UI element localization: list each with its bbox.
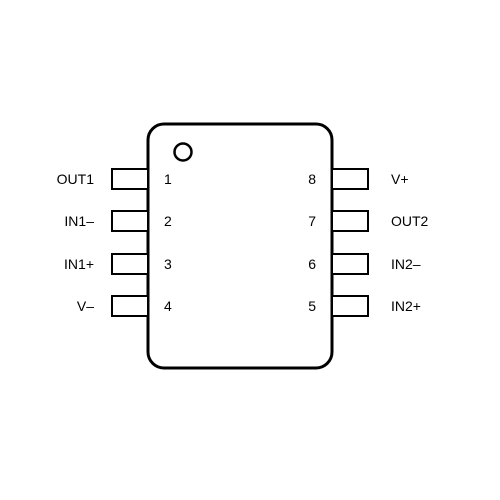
pin-number-2: 2 <box>164 213 172 229</box>
pin-label-2: IN1– <box>64 213 94 229</box>
pin-label-7: OUT2 <box>391 213 429 229</box>
pin-label-5: IN2+ <box>391 298 421 314</box>
left-pins: OUT1 IN1– IN1+ V– 1 2 3 4 <box>57 168 172 317</box>
pin-lead-5 <box>331 295 369 317</box>
pin-lead-6 <box>331 253 369 275</box>
right-pins: V+ OUT2 IN2– IN2+ 8 7 6 5 <box>308 168 429 317</box>
pin-lead-4 <box>111 295 149 317</box>
chip-body <box>146 122 334 370</box>
pin-label-1: OUT1 <box>57 171 95 187</box>
pin-number-4: 4 <box>164 298 172 314</box>
pin-lead-8 <box>331 168 369 190</box>
pin-label-6: IN2– <box>391 256 421 272</box>
pin-label-8: V+ <box>391 171 409 187</box>
pin-number-1: 1 <box>164 171 172 187</box>
pin-number-5: 5 <box>308 298 316 314</box>
pin1-orientation-dot <box>173 142 193 162</box>
pin-lead-2 <box>111 210 149 232</box>
pin-label-4: V– <box>77 298 94 314</box>
pin-lead-3 <box>111 253 149 275</box>
pin-lead-7 <box>331 210 369 232</box>
pin-number-8: 8 <box>308 171 316 187</box>
pin-number-6: 6 <box>308 256 316 272</box>
pin-label-3: IN1+ <box>64 256 94 272</box>
pin-number-7: 7 <box>308 213 316 229</box>
pin-lead-1 <box>111 168 149 190</box>
pin-number-3: 3 <box>164 256 172 272</box>
